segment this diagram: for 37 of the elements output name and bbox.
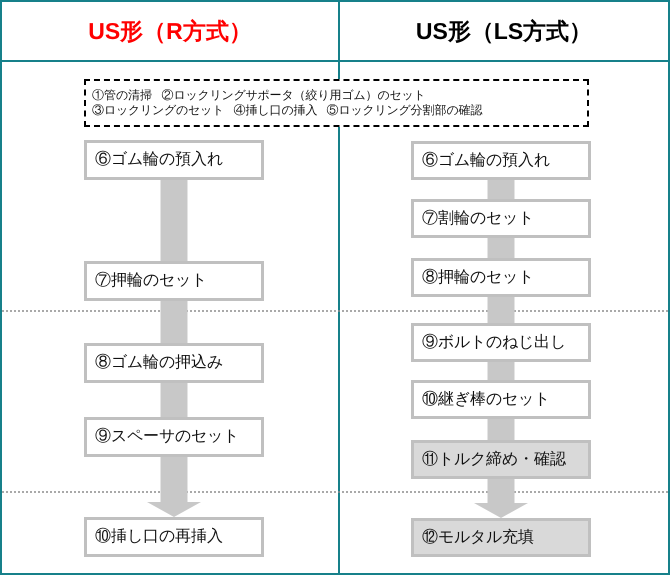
step-box [411, 199, 591, 238]
step-label: ⑥ゴム輪の預入れ [422, 150, 550, 170]
connector-bar [488, 297, 514, 323]
column-heading: US形（R方式） [88, 17, 252, 46]
column-heading: US形（LS方式） [416, 17, 592, 46]
step-label: ⑦割輪のセット [422, 208, 534, 228]
step-box [84, 417, 264, 457]
connector-bar [488, 238, 514, 258]
step-box [84, 343, 264, 383]
arrow [474, 479, 528, 518]
step-box [411, 518, 591, 557]
arrow [147, 457, 201, 517]
step-label: ⑩挿し口の再挿入 [95, 527, 223, 547]
step-box [411, 258, 591, 297]
step-box [411, 141, 591, 180]
step-label: ⑧ゴム輪の押込み [95, 353, 223, 373]
step-label: ⑦押輪のセット [95, 271, 207, 291]
step-box [411, 440, 591, 479]
step-label: ⑧押輪のセット [422, 268, 534, 288]
step-label: ⑨スペーサのセット [95, 427, 239, 447]
step-label: ⑨ボルトのねじ出し [422, 332, 566, 352]
connector-bar [160, 301, 188, 343]
step-label: ⑥ゴム輪の預入れ [95, 150, 223, 170]
step-label: ⑫モルタル充填 [422, 528, 534, 548]
step-label: ⑪トルク締め・確認 [422, 450, 566, 470]
step-box [84, 517, 264, 557]
note-text: ①管の清掃 ②ロックリングサポータ（絞り用ゴム）のセット ③ロックリングのセット ④挿し口の挿入 ⑤ロックリング分割部の確認 [92, 88, 484, 118]
connector-bar [488, 419, 514, 440]
step-box [411, 323, 591, 362]
step-box [84, 261, 264, 301]
connector-bar [488, 362, 514, 380]
step-label: ⑩継ぎ棒のセット [422, 390, 550, 410]
step-box [84, 140, 264, 180]
connector-bar [160, 180, 188, 261]
connector-bar [488, 180, 514, 199]
step-box [411, 380, 591, 419]
dashed-note-box [84, 79, 589, 127]
